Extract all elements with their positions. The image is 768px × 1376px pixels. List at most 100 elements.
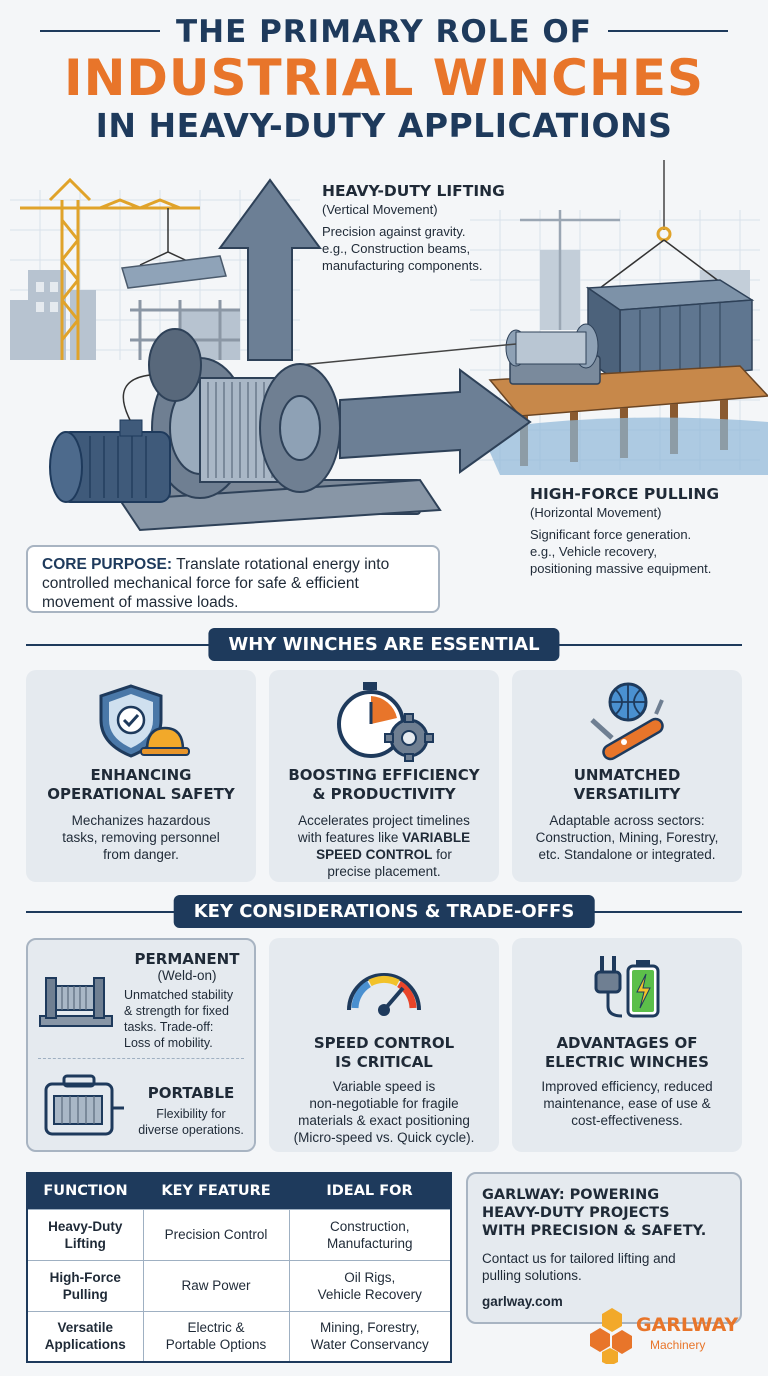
efficiency-body: SPEED CONTROL for [316, 847, 452, 862]
speed-control-title: SPEED CONTROL [313, 1034, 455, 1052]
safety-body: from danger. [103, 847, 179, 862]
safety-body: Mechanizes hazardous [71, 813, 211, 828]
portable-winch-icon [44, 1074, 124, 1136]
efficiency-body: with features like VARIABLE [297, 830, 471, 845]
lifting-body-line: manufacturing components. [322, 258, 483, 273]
why-section-title: WHY WINCHES ARE ESSENTIAL [208, 628, 560, 661]
lifting-subheading: (Vertical Movement) [322, 202, 438, 217]
versatility-body: Construction, Mining, Forestry, [535, 830, 719, 845]
safety-title: ENHANCING [90, 766, 192, 784]
cta-box: GARLWAY: POWERING HEAVY-DUTY PROJECTS WI… [466, 1172, 742, 1324]
table-cell-ideal: Construction,Manufacturing [288, 1208, 452, 1261]
pulling-body: Significant force generation. e.g., Vehi… [530, 526, 766, 577]
safety-card: ENHANCING OPERATIONAL SAFETY Mechanizes … [26, 670, 256, 882]
weld-on-winch-icon [39, 977, 113, 1027]
table-header: IDEAL FOR [289, 1173, 451, 1209]
winch-scene-illustration [10, 160, 768, 532]
versatility-card: UNMATCHED VERSATILITY Adaptable across s… [512, 670, 742, 882]
table-cell-feature: Raw Power [142, 1259, 290, 1312]
electric-title: ADVANTAGES OF [556, 1034, 698, 1052]
electric-body: Improved efficiency, reduced [541, 1079, 713, 1094]
efficiency-card: BOOSTING EFFICIENCY & PRODUCTIVITY Accel… [269, 670, 499, 882]
versatility-title: UNMATCHED [573, 766, 681, 784]
install-type-card: PERMANENT (Weld-on) Unmatched stability … [26, 938, 256, 1152]
website-link[interactable]: garlway.com [482, 1294, 563, 1309]
table-cell-ideal: Oil Rigs,Vehicle Recovery [288, 1259, 452, 1312]
cta-heading: GARLWAY: POWERING HEAVY-DUTY PROJECTS WI… [482, 1187, 707, 1239]
pulling-body-line: Significant force generation. [530, 527, 692, 542]
pulling-body-line: positioning massive equipment. [530, 561, 712, 576]
electric-title: ELECTRIC WINCHES [545, 1053, 709, 1071]
title-rule-right [608, 30, 728, 32]
versatility-body: etc. Standalone or integrated. [538, 847, 716, 862]
versatility-body: Adaptable across sectors: [549, 813, 705, 828]
divider [38, 1058, 244, 1059]
pulling-heading: HIGH-FORCE PULLING [530, 485, 720, 503]
electric-body: maintenance, ease of use & [543, 1096, 711, 1111]
function-table: FUNCTION KEY FEATURE IDEAL FOR Heavy-Dut… [26, 1172, 452, 1363]
efficiency-body: precise placement. [327, 864, 441, 879]
table-header-row: FUNCTION KEY FEATURE IDEAL FOR [27, 1173, 451, 1209]
core-purpose-text: Translate rotational energy into control… [42, 556, 390, 611]
portable-body: Flexibility for diverse operations. [138, 1107, 244, 1137]
shield-helmet-icon [99, 684, 190, 758]
title-line-1: THE PRIMARY ROLE OF [176, 14, 592, 50]
pulling-subheading: (Horizontal Movement) [530, 505, 662, 520]
hexagon-logo-icon [590, 1308, 632, 1364]
versatility-title: VERSATILITY [573, 785, 681, 803]
table-cell-feature: Precision Control [142, 1208, 290, 1261]
core-purpose-box: CORE PURPOSE: Translate rotational energ… [26, 545, 440, 613]
lifting-body-line: e.g., Construction beams, [322, 241, 471, 256]
cta-body: Contact us for tailored lifting and pull… [482, 1251, 676, 1283]
globe-multitool-icon [590, 682, 664, 761]
speed-control-title: IS CRITICAL [335, 1053, 433, 1071]
speed-control-body: materials & exact positioning [298, 1113, 470, 1128]
considerations-section-header: KEY CONSIDERATIONS & TRADE-OFFS [0, 895, 768, 929]
speed-control-card: SPEED CONTROL IS CRITICAL Variable speed… [269, 938, 499, 1152]
lifting-heading: HEAVY-DUTY LIFTING [322, 182, 505, 200]
considerations-section-title: KEY CONSIDERATIONS & TRADE-OFFS [173, 895, 595, 928]
lifting-callout: HEAVY-DUTY LIFTING (Vertical Movement) P… [322, 182, 582, 274]
speed-control-body: (Micro-speed vs. Quick cycle). [293, 1130, 475, 1145]
table-cell-ideal: Mining, Forestry,Water Conservancy [288, 1310, 452, 1363]
why-section-header: WHY WINCHES ARE ESSENTIAL [0, 628, 768, 662]
table-header: FUNCTION [27, 1173, 143, 1209]
title-rule-left [40, 30, 160, 32]
electric-card: ADVANTAGES OF ELECTRIC WINCHES Improved … [512, 938, 742, 1152]
safety-body: tasks, removing personnel [62, 830, 220, 845]
garlway-logo: GARLWAY Machinery [588, 1308, 758, 1366]
table-cell-feature: Electric &Portable Options [142, 1310, 290, 1363]
table-header: KEY FEATURE [143, 1173, 289, 1209]
electric-body: cost-effectiveness. [571, 1113, 683, 1128]
hero-illustration: HEAVY-DUTY LIFTING (Vertical Movement) P… [0, 160, 768, 630]
plug-battery-icon [594, 956, 660, 1018]
title-line-2: INDUSTRIAL WINCHES [63, 49, 705, 107]
pulling-callout: HIGH-FORCE PULLING (Horizontal Movement)… [530, 485, 766, 577]
core-purpose-label: CORE PURPOSE: [42, 556, 173, 573]
speed-control-body: non-negotiable for fragile [309, 1096, 459, 1111]
pulling-body-line: e.g., Vehicle recovery, [530, 544, 657, 559]
efficiency-title: BOOSTING EFFICIENCY [288, 766, 480, 784]
lifting-body-line: Precision against gravity. [322, 224, 466, 239]
safety-title: OPERATIONAL SAFETY [47, 785, 235, 803]
speed-control-body: Variable speed is [332, 1079, 436, 1094]
efficiency-title: & PRODUCTIVITY [312, 785, 456, 803]
portable-title: PORTABLE [147, 1084, 235, 1102]
title-line-3: IN HEAVY-DUTY APPLICATIONS [95, 106, 673, 145]
permanent-subtitle: (Weld-on) [157, 968, 217, 983]
logo-tagline: Machinery [650, 1338, 706, 1352]
lifting-body: Precision against gravity. e.g., Constru… [322, 223, 582, 274]
permanent-body: Unmatched stability & strength for fixed… [124, 988, 234, 1050]
speedometer-icon [347, 973, 421, 1016]
efficiency-body: Accelerates project timelines [298, 813, 470, 828]
logo-brand: GARLWAY [636, 1314, 739, 1336]
permanent-title: PERMANENT [134, 950, 240, 968]
stopwatch-gear-icon [337, 682, 434, 762]
page-title: THE PRIMARY ROLE OF INDUSTRIAL WINCHES I… [0, 14, 768, 145]
